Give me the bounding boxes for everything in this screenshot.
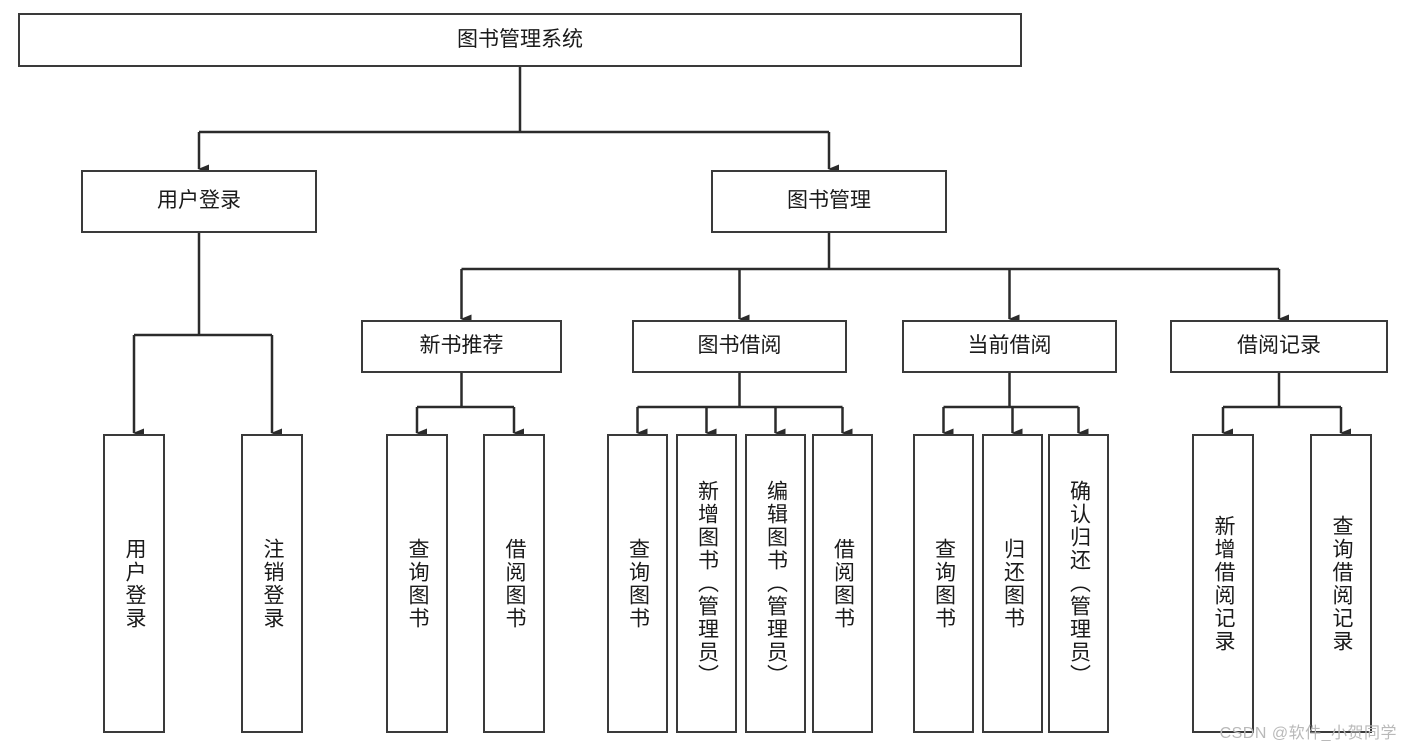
node-label: 图书借阅	[697, 334, 782, 358]
node-l3b1: 查询图书	[386, 434, 448, 733]
node-root: 图书管理系统	[18, 13, 1022, 67]
tree-connectors	[132, 67, 1351, 438]
node-label: 查询图书	[932, 537, 956, 630]
node-l3e2: 查询借阅记录	[1310, 434, 1372, 733]
node-l1a: 用户登录	[81, 170, 317, 233]
node-label: 查询图书	[406, 537, 430, 630]
node-label: 新增图书（管理员）	[695, 480, 719, 687]
node-label: 归还图书	[1001, 537, 1025, 630]
node-label: 新增借阅记录	[1212, 514, 1236, 653]
node-label: 借阅图书	[831, 537, 855, 630]
node-l3c2: 新增图书（管理员）	[676, 434, 737, 733]
node-label: 确认归还（管理员）	[1067, 480, 1091, 687]
node-label: 借阅图书	[503, 537, 527, 630]
node-l2a: 新书推荐	[361, 320, 562, 373]
node-l3d2: 归还图书	[982, 434, 1043, 733]
node-l3c4: 借阅图书	[812, 434, 873, 733]
node-l3b2: 借阅图书	[483, 434, 545, 733]
node-l3c1: 查询图书	[607, 434, 668, 733]
node-label: 查询借阅记录	[1330, 514, 1354, 653]
node-l3a1: 用户登录	[103, 434, 165, 733]
node-label: 新书推荐	[419, 334, 504, 358]
node-l3d3: 确认归还（管理员）	[1048, 434, 1109, 733]
node-l1b: 图书管理	[711, 170, 947, 233]
node-label: 注销登录	[261, 537, 285, 630]
node-l2d: 借阅记录	[1170, 320, 1388, 373]
node-l3e1: 新增借阅记录	[1192, 434, 1254, 733]
node-l3a2: 注销登录	[241, 434, 303, 733]
node-label: 查询图书	[626, 537, 650, 630]
node-label: 当前借阅	[967, 334, 1052, 358]
node-l2b: 图书借阅	[632, 320, 847, 373]
node-label: 图书管理	[787, 189, 871, 213]
node-l3c3: 编辑图书（管理员）	[745, 434, 806, 733]
node-label: 图书管理系统	[457, 27, 583, 51]
node-label: 用户登录	[123, 537, 147, 630]
node-l3d1: 查询图书	[913, 434, 974, 733]
node-label: 用户登录	[157, 189, 241, 213]
node-label: 借阅记录	[1237, 334, 1321, 358]
node-label: 编辑图书（管理员）	[764, 480, 788, 687]
watermark: CSDN @软件_小贺同学	[1219, 725, 1397, 742]
node-l2c: 当前借阅	[902, 320, 1117, 373]
